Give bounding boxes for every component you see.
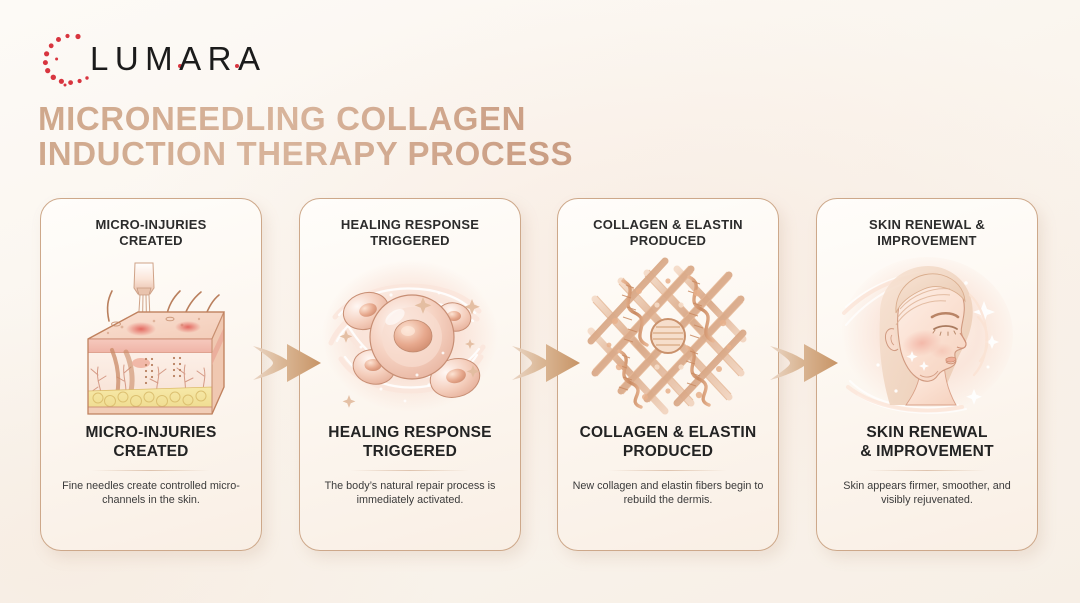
card-divider bbox=[609, 470, 727, 471]
radiant-female-face-profile-icon bbox=[838, 255, 1016, 417]
brand-wordmark: LUMARA bbox=[90, 40, 267, 77]
step-description: Fine needles create controlled micro-cha… bbox=[62, 480, 240, 506]
arrow-step1-to-step2 bbox=[251, 332, 323, 394]
page-title-line-2: INDUCTION THERAPY PROCESS bbox=[38, 135, 574, 172]
step-title: SKIN RENEWAL& IMPROVEMENT bbox=[860, 424, 994, 460]
glowing-cells-swirl-icon bbox=[321, 255, 499, 417]
arrow-step2-to-step3 bbox=[510, 332, 582, 394]
card-divider bbox=[868, 470, 986, 471]
card-divider bbox=[92, 470, 210, 471]
step-card-skin-renewal[interactable]: SKIN RENEWAL &IMPROVEMENT bbox=[816, 198, 1038, 551]
step-description: Skin appears firmer, smoother, and visib… bbox=[843, 480, 1011, 506]
skin-cross-section-with-needle-icon bbox=[62, 255, 240, 417]
page-title: MICRONEEDLING COLLAGEN INDUCTION THERAPY… bbox=[38, 101, 738, 171]
step-top-title: SKIN RENEWAL &IMPROVEMENT bbox=[869, 217, 985, 248]
step-description: The body’s natural repair process is imm… bbox=[324, 480, 496, 506]
page-title-line-1: MICRONEEDLING COLLAGEN bbox=[38, 100, 527, 137]
step-description: New collagen and elastin fibers begin to… bbox=[572, 480, 764, 506]
card-divider bbox=[351, 470, 469, 471]
brand-logo: LUMARA bbox=[32, 26, 262, 88]
woven-collagen-fibers-icon bbox=[579, 255, 757, 417]
arrow-step3-to-step4 bbox=[768, 332, 840, 394]
logo-dot-arc-icon bbox=[42, 33, 239, 87]
